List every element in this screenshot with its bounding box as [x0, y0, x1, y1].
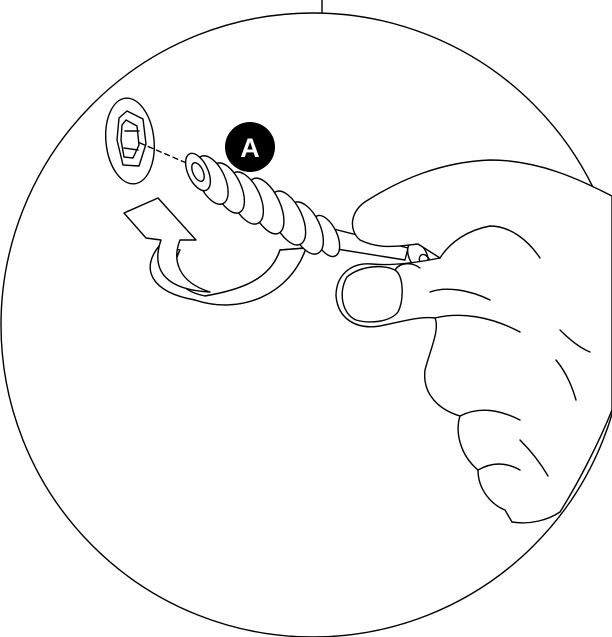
callout-a: A [225, 122, 275, 172]
hex-port [102, 96, 159, 187]
hand [336, 160, 612, 523]
callout-a-label: A [240, 133, 260, 163]
